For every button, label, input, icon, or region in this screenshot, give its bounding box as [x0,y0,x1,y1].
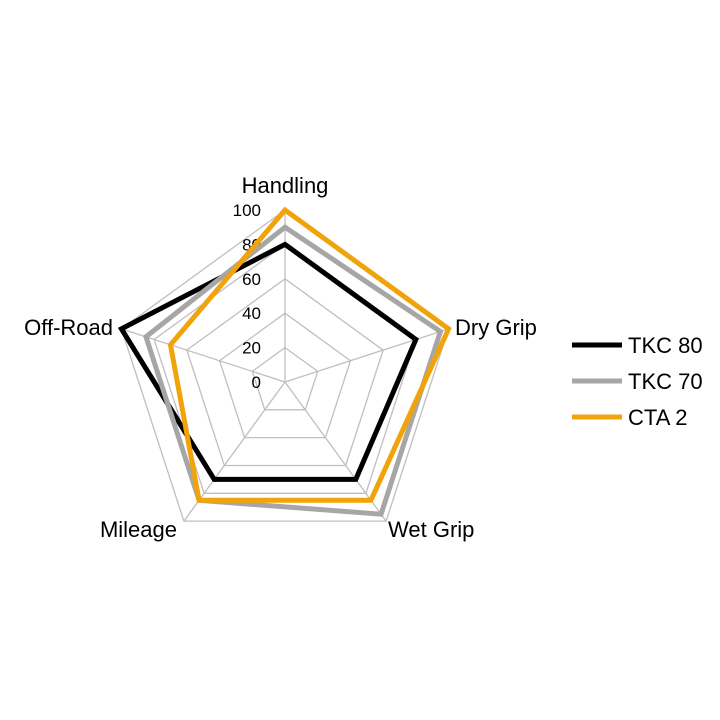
series-layer [117,206,452,517]
series-tkc-80 [117,241,419,482]
axis-label-dry-grip: Dry Grip [455,315,537,340]
tick-label: 40 [242,304,261,323]
series-cta-2 [167,206,452,503]
axis-label-handling: Handling [242,173,329,198]
tick-label: 60 [242,270,261,289]
axis-label-mileage: Mileage [100,517,177,542]
series-tkc-70 [143,224,444,517]
axis-label-off-road: Off-Road [24,315,113,340]
tick-label: 100 [233,201,261,220]
legend: TKC 80 TKC 70 CTA 2 [572,333,703,430]
legend-label: CTA 2 [628,405,688,430]
axis-label-wet-grip: Wet Grip [388,517,474,542]
grid-layer [120,209,450,522]
grid-ring [218,312,352,439]
tick-label: 0 [252,373,261,392]
grid-ring [186,277,384,467]
tick-label: 20 [242,339,261,358]
grid-spoke [284,328,449,383]
legend-label: TKC 80 [628,333,703,358]
legend-label: TKC 70 [628,369,703,394]
grid-ring [251,346,319,411]
